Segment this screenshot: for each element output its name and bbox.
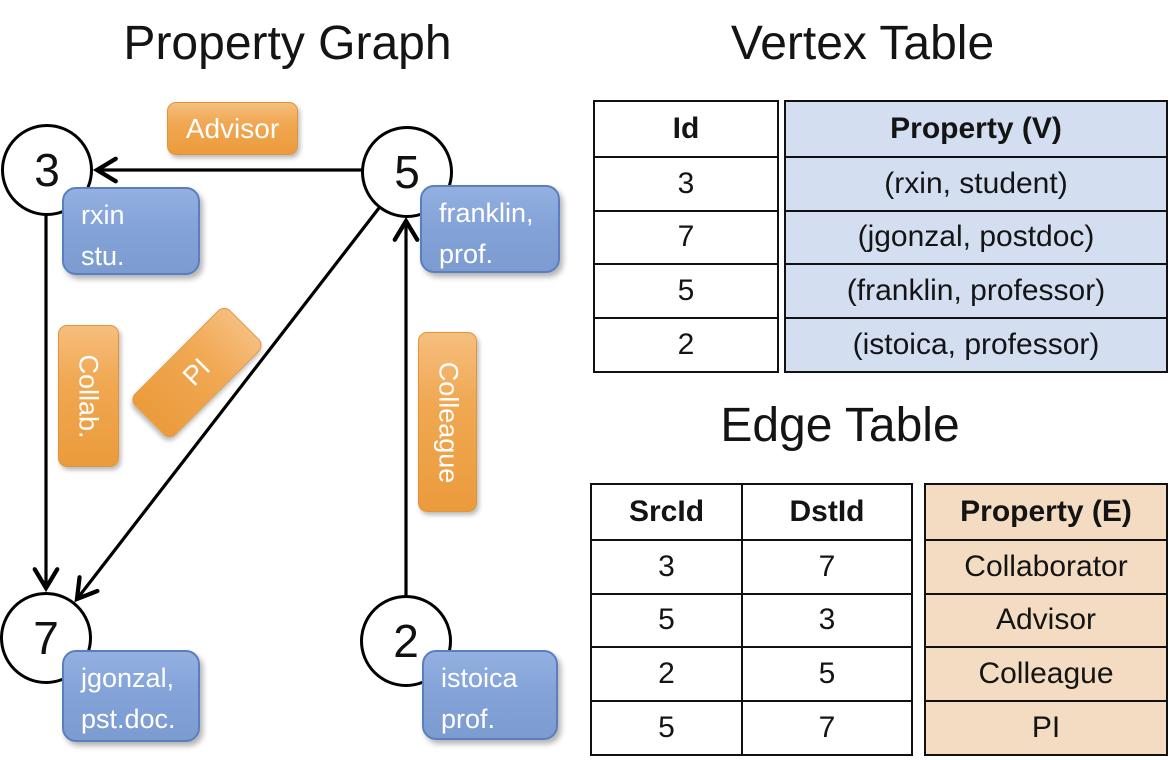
vertex-table-id-cell: 7	[595, 209, 777, 264]
edge-table-srcid-cell: 3	[592, 538, 741, 593]
graph-node-5: 5	[361, 126, 453, 218]
edge-label-pi-text: PI	[177, 352, 217, 392]
edge-label-collab-text: Collab.	[74, 353, 105, 439]
edge-label-collab: Collab.	[58, 325, 119, 467]
edge-table-dstid-cell: 7	[741, 700, 911, 754]
edge-table-srcid-header: SrcId	[628, 494, 705, 528]
vertex-table-property-header: Property (V)	[890, 111, 1062, 145]
vertex-property-box-5: franklin, prof.	[420, 185, 560, 273]
edge-table-dstid-cell: 7	[741, 538, 911, 593]
vertex-table-property-cell: (franklin, professor)	[786, 263, 1166, 317]
graph-edges-layer	[32, 156, 420, 603]
edge-table: SrcId DstId 3 7 5 3 2 5 5 7 Property (E)…	[590, 483, 1168, 756]
edge-table-property-header: Property (E)	[960, 494, 1132, 528]
edge-table-property-cell: Advisor	[926, 592, 1166, 647]
edge-label-colleague-text: Colleague	[433, 361, 463, 483]
edge-table-title: Edge Table	[720, 399, 960, 452]
edge-line-pi-5-to-7	[74, 207, 381, 603]
edge-table-property-cell: Colleague	[926, 646, 1166, 700]
vertex-property-box-7: jgonzal, pst.doc.	[62, 650, 200, 742]
vertex-table-id-cell: 3	[595, 155, 777, 210]
edge-table-property-cell: Collaborator	[926, 538, 1166, 593]
edge-table-dstid-cell: 3	[741, 592, 911, 647]
edge-table-src-dst-columns: SrcId DstId 3 7 5 3 2 5 5 7	[590, 483, 913, 756]
vertex-property-box-3: rxin stu.	[62, 187, 200, 275]
vertex-table-property-cell: (istoica, professor)	[786, 317, 1166, 371]
edge-label-advisor-text: Advisor	[185, 112, 280, 144]
edge-table-srcid-cell: 5	[592, 700, 741, 754]
vertex-table-id-cell: 5	[595, 263, 777, 317]
vertex-table-id-column: Id 3 7 5 2	[593, 100, 779, 373]
vertex-table-property-cell: (jgonzal, postdoc)	[786, 209, 1166, 264]
vertex-table-id-header: Id	[672, 111, 700, 145]
edge-table-dstid-header: DstId	[741, 485, 911, 539]
vertex-property-box-2: istoica prof.	[422, 650, 558, 740]
vertex-table-property-column: Property (V) (rxin, student) (jgonzal, p…	[784, 100, 1168, 373]
edge-table-dstid-cell: 5	[741, 646, 911, 701]
edge-table-property-column: Property (E) Collaborator Advisor Collea…	[924, 483, 1168, 756]
edge-label-advisor: Advisor	[167, 102, 298, 155]
vertex-table-id-cell: 2	[595, 317, 777, 371]
edge-table-srcid-cell: 2	[592, 646, 741, 700]
edge-table-srcid-cell: 5	[592, 592, 741, 647]
edge-label-colleague: Colleague	[418, 332, 477, 512]
property-graph-title: Property Graph	[123, 17, 452, 70]
vertex-table-property-cell: (rxin, student)	[786, 155, 1166, 210]
graph-node-2: 2	[360, 595, 452, 687]
vertex-table: Id 3 7 5 2 Property (V) (rxin, student) …	[593, 100, 1168, 373]
vertex-table-title: Vertex Table	[730, 17, 995, 70]
edge-table-property-cell: PI	[926, 700, 1166, 754]
